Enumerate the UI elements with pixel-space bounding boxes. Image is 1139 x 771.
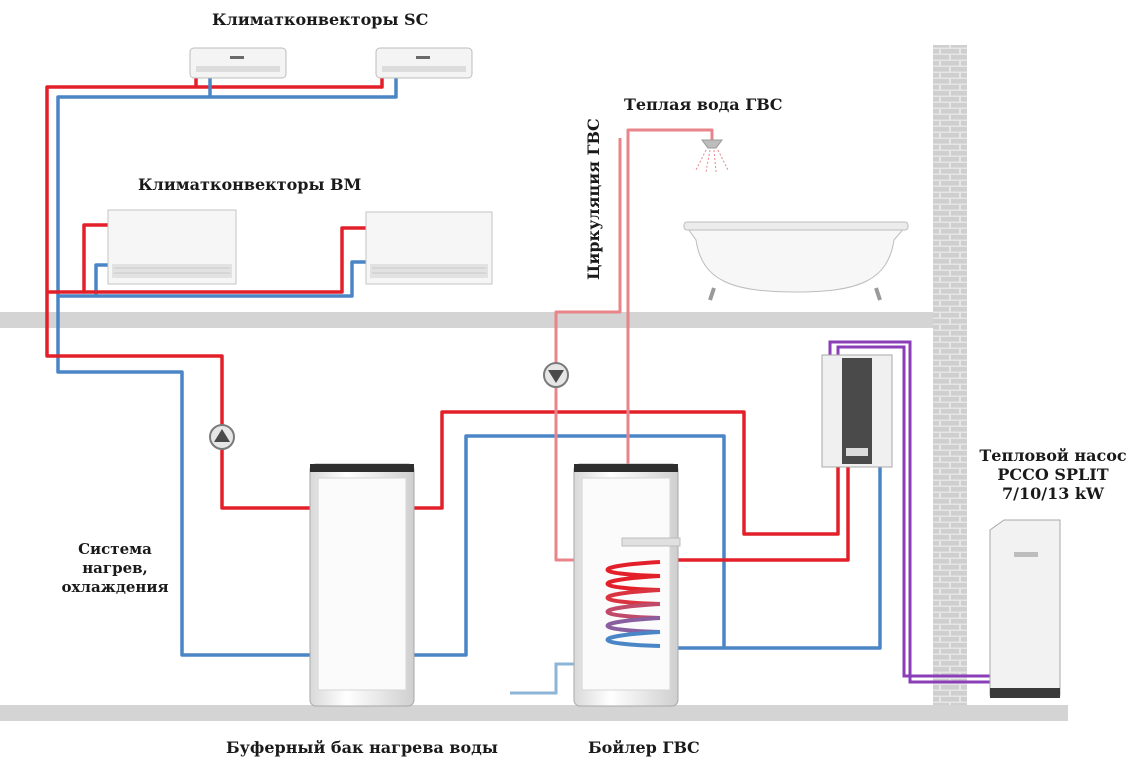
dhw-hot-supply bbox=[626, 128, 714, 466]
boiler-coil-supply bbox=[672, 455, 850, 562]
buffer-supply-from-hp bbox=[408, 410, 840, 536]
bm-convector-1 bbox=[107, 209, 237, 285]
dhw-boiler-label: Бойлер ГВС bbox=[588, 738, 700, 757]
buffer-return-to-hp bbox=[408, 434, 882, 657]
bm-return-branch bbox=[58, 263, 110, 298]
upper-floor-slab bbox=[0, 312, 933, 328]
brick-wall bbox=[933, 45, 967, 707]
heating-system-line-2: нагрев, bbox=[82, 559, 148, 577]
heating-system-line-1: Система bbox=[78, 540, 152, 558]
heat-pump-line-3: 7/10/13 kW bbox=[1002, 484, 1104, 503]
heat-pump-line-2: PCCO SPLIT bbox=[997, 465, 1109, 484]
dhw-boiler bbox=[573, 463, 681, 707]
sc-supply-riser bbox=[45, 75, 384, 510]
bm-supply-branch bbox=[47, 223, 110, 294]
shower-icon bbox=[695, 139, 729, 173]
sc-return-riser bbox=[56, 75, 398, 657]
return-pipes bbox=[56, 75, 882, 657]
lower-floor-slab bbox=[0, 705, 1068, 721]
bm-convector-2 bbox=[365, 211, 493, 285]
indoor-hydro-unit bbox=[821, 354, 893, 468]
supply-pipes bbox=[45, 75, 850, 562]
buffer-tank bbox=[309, 463, 415, 707]
heat-pump-label: Тепловой насос PCCO SPLIT 7/10/13 kW bbox=[965, 446, 1139, 503]
heating-system-label: Система нагрев, охлаждения bbox=[40, 540, 190, 597]
cold-water-inlet bbox=[510, 662, 578, 695]
heating-system-line-3: охлаждения bbox=[61, 578, 169, 596]
heat-pump-line-1: Тепловой насос bbox=[979, 446, 1127, 465]
bm-supply-branch-2 bbox=[84, 226, 368, 294]
sc-convector-1 bbox=[189, 47, 287, 79]
outdoor-heat-pump bbox=[989, 519, 1061, 698]
dhw-pipes bbox=[554, 128, 714, 562]
dhw-circulation-line bbox=[554, 138, 622, 562]
dhw-warm-water-label: Теплая вода ГВС bbox=[624, 95, 783, 114]
bm-convectors-label: Климатконвекторы BM bbox=[138, 175, 362, 194]
boiler-coil bbox=[605, 560, 661, 648]
sc-convector-2 bbox=[375, 47, 473, 79]
bm-return-branch-2 bbox=[96, 260, 368, 298]
pump-icon bbox=[543, 362, 569, 388]
pump-icon bbox=[209, 424, 235, 450]
bathtub-icon bbox=[683, 221, 909, 301]
refrigerant-lines bbox=[828, 340, 990, 684]
buffer-tank-label: Буферный бак нагрева воды bbox=[226, 738, 498, 757]
dhw-circulation-label: Циркуляция ГВС bbox=[584, 118, 603, 280]
sc-convectors-label: Климатконвекторы SC bbox=[212, 10, 429, 29]
